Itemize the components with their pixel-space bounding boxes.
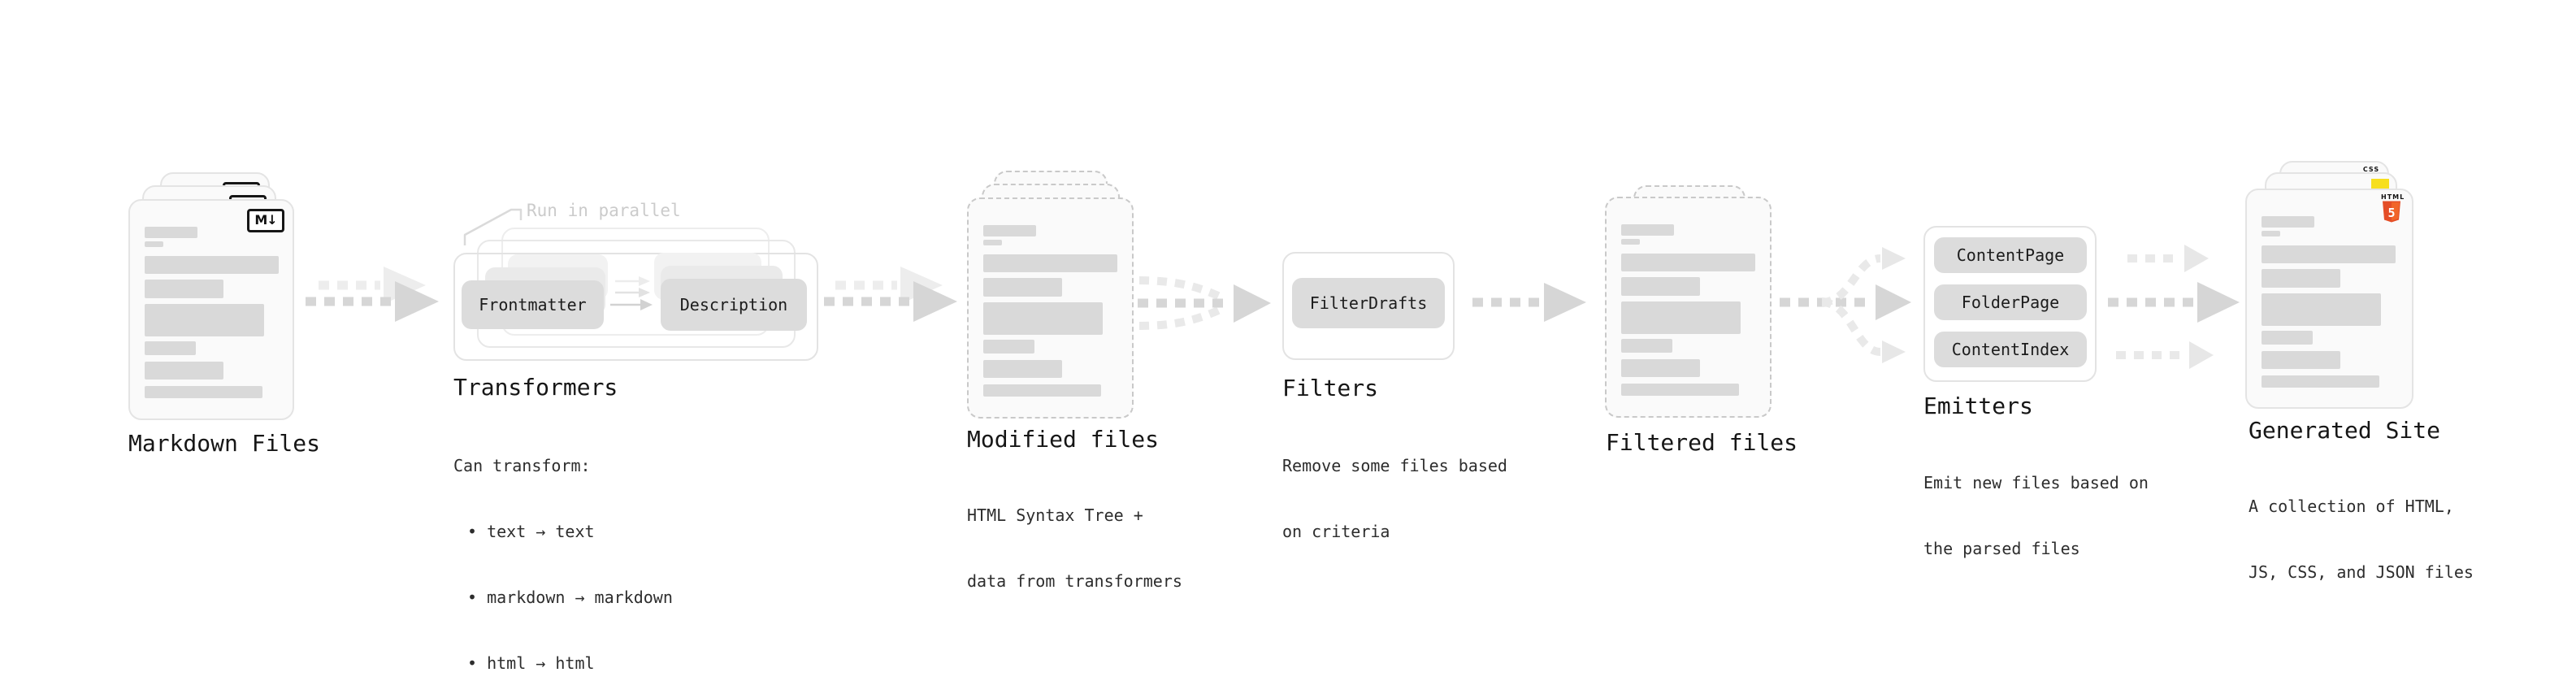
svg-text:5: 5 (2387, 206, 2395, 220)
emitter-node-contentindex: ContentIndex (1934, 332, 2087, 367)
filter-node-filterdrafts: FilterDrafts (1292, 278, 1445, 328)
stage-description: Emit new files based on the parsed files (1923, 473, 2149, 558)
text-line-placeholder (983, 360, 1062, 378)
parallel-note: Run in parallel (527, 201, 681, 220)
js-icon (2371, 179, 2389, 189)
stage-title: Generated Site (2249, 417, 2441, 444)
stage-description: Remove some files based on criteria (1282, 456, 1507, 541)
stage-title: Filters (1282, 375, 1379, 401)
filters-box (1282, 252, 1455, 360)
arrow-markdown-to-transformers (306, 267, 439, 322)
arrow-emitters-to-generated (2108, 245, 2240, 369)
transformer-node-frontmatter: Frontmatter (462, 280, 604, 329)
text-line-placeholder (145, 304, 264, 336)
arrow-filtered-to-emitters (1780, 247, 1911, 363)
arrow-modified-to-filters (1138, 276, 1271, 330)
emitters-box (1923, 226, 2097, 382)
text-line-placeholder (1621, 239, 1640, 245)
arrow-filters-to-filtered (1472, 283, 1586, 322)
text-line-placeholder (145, 241, 163, 247)
document-card: M↓ (128, 199, 294, 420)
text-line-placeholder (1621, 277, 1700, 296)
emitter-node-contentpage: ContentPage (1934, 237, 2087, 273)
text-line-placeholder (145, 362, 223, 380)
stage-description: A collection of HTML, JS, CSS, and JSON … (2249, 497, 2474, 582)
text-line-placeholder (2262, 331, 2313, 345)
text-line-placeholder (2262, 293, 2381, 326)
text-line-placeholder (1621, 384, 1739, 396)
emitter-node-folderpage: FolderPage (1934, 284, 2087, 320)
text-line-placeholder (2262, 375, 2379, 388)
transformer-box (453, 253, 818, 361)
document-card: HTML 5 (2245, 189, 2413, 409)
text-line-placeholder (1621, 254, 1755, 271)
text-line-placeholder (2262, 231, 2280, 236)
stage-title: Emitters (1923, 393, 2033, 419)
stage-title: Filtered files (1606, 429, 1798, 456)
stage-description: HTML Syntax Tree + data from transformer… (967, 505, 1182, 591)
text-line-placeholder (1621, 224, 1674, 236)
text-line-placeholder (145, 227, 197, 238)
stage-title: Markdown Files (128, 430, 321, 457)
text-line-placeholder (983, 384, 1101, 397)
document-card-dashed (1605, 197, 1772, 418)
text-line-placeholder (145, 256, 279, 274)
text-line-placeholder (1621, 359, 1700, 377)
stage-description: Can transform: • text → text • markdown … (453, 456, 673, 673)
html5-icon: HTML 5 (2381, 193, 2404, 228)
text-line-placeholder (1621, 301, 1741, 334)
transformer-node-description: Description (661, 279, 807, 331)
text-line-placeholder (983, 340, 1034, 354)
text-line-placeholder (145, 341, 196, 355)
text-line-placeholder (983, 278, 1062, 297)
text-line-placeholder (2262, 351, 2340, 369)
text-line-placeholder (2262, 245, 2396, 263)
text-line-placeholder (145, 386, 262, 398)
text-line-placeholder (983, 225, 1036, 236)
text-line-placeholder (983, 254, 1117, 272)
stage-title: Transformers (453, 374, 618, 401)
text-line-placeholder (983, 302, 1103, 335)
arrow-transformers-to-modified (824, 267, 957, 322)
text-line-placeholder (145, 280, 223, 298)
stage-title: Modified files (967, 426, 1160, 453)
text-line-placeholder (2262, 216, 2314, 228)
markdown-icon: M↓ (247, 209, 284, 232)
text-line-placeholder (1621, 339, 1672, 353)
text-line-placeholder (2262, 269, 2340, 288)
text-line-placeholder (983, 240, 1002, 245)
document-card-dashed (967, 197, 1134, 419)
